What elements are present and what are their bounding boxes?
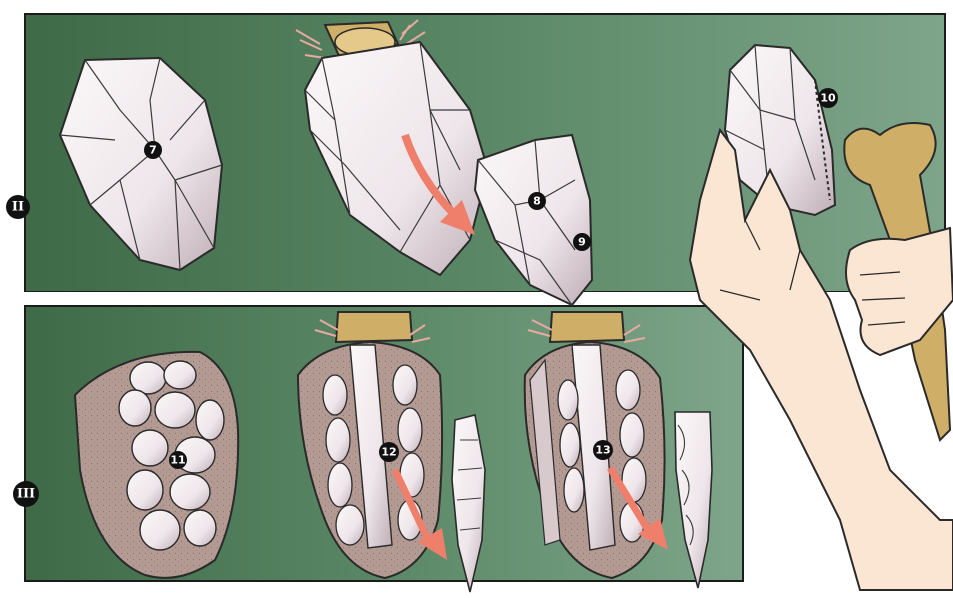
svg-text:III: III <box>17 487 35 502</box>
label-10: 10 <box>820 92 836 105</box>
svg-text:II: II <box>12 200 24 215</box>
label-8: 8 <box>533 195 541 208</box>
label-13: 13 <box>595 444 610 457</box>
row-numeral-iii: III <box>13 481 39 507</box>
label-7: 7 <box>149 144 157 157</box>
row-numeral-ii: II <box>6 195 30 219</box>
label-12: 12 <box>381 446 396 459</box>
blade-core-13: 13 <box>525 342 668 578</box>
label-11: 11 <box>170 454 185 467</box>
label-9: 9 <box>578 236 586 249</box>
